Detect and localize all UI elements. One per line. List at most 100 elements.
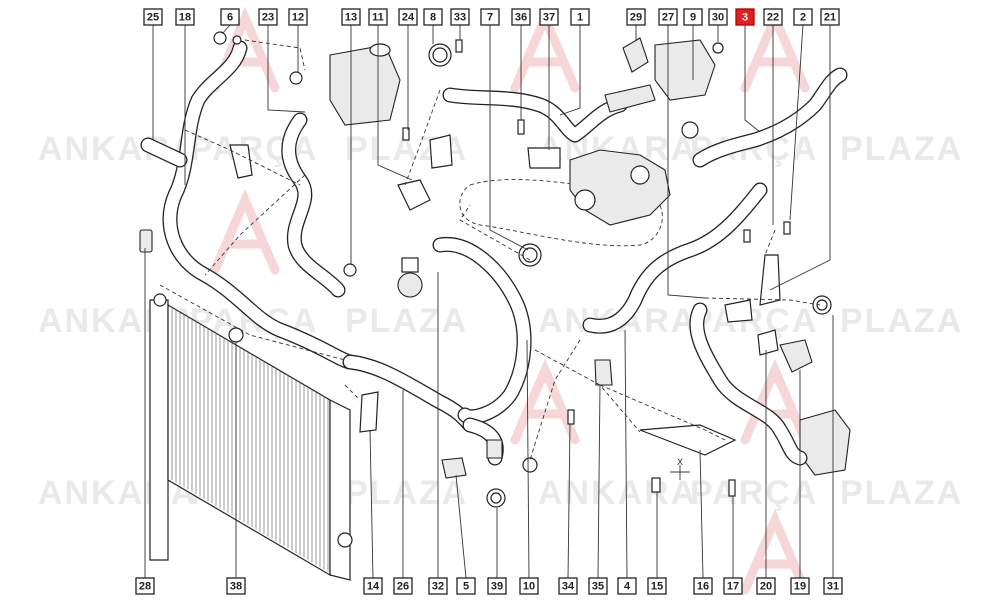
clamp: [213, 31, 242, 45]
clamp: [343, 263, 357, 277]
part-label-7: 7: [480, 8, 500, 26]
label-box: [626, 8, 646, 26]
label-number: 33: [454, 12, 466, 24]
hose-25: [140, 137, 188, 168]
watermark-text: PARÇA: [690, 302, 818, 340]
label-number: 34: [562, 581, 575, 593]
label-number: 1: [577, 12, 583, 24]
label-number: 12: [292, 12, 304, 24]
part-label-32: 32: [428, 577, 448, 595]
part-label-4: 4: [617, 577, 637, 595]
hose-20: [689, 302, 808, 466]
radiator-drain-plug: [139, 229, 153, 253]
hose-3: [692, 67, 848, 168]
coolant-sensor: [779, 339, 813, 373]
part-label-8: 8: [423, 8, 443, 26]
part-label-39: 39: [487, 577, 507, 595]
radiator-right-tank: [329, 399, 351, 581]
label-number: 5: [463, 581, 469, 593]
part-label-5: 5: [456, 577, 476, 595]
label-number: 23: [262, 12, 274, 24]
label-box: [820, 8, 840, 26]
label-box: [558, 577, 578, 595]
label-number: 10: [523, 581, 535, 593]
radiator-inlet: [153, 293, 167, 307]
part-label-33: 33: [450, 8, 470, 26]
dimension-label: X: [677, 457, 683, 467]
label-box: [539, 8, 559, 26]
label-number: 17: [727, 581, 739, 593]
part-label-21: 21: [820, 8, 840, 26]
label-box: [175, 8, 195, 26]
label-number: 28: [139, 581, 151, 593]
label-box: [790, 577, 810, 595]
label-box: [735, 8, 755, 26]
label-number: 9: [690, 12, 696, 24]
bolt: [517, 119, 525, 135]
label-box: [763, 8, 783, 26]
label-box: [487, 577, 507, 595]
label-number: 37: [543, 12, 555, 24]
thermostat-port: [630, 165, 650, 185]
label-number: 24: [402, 12, 415, 24]
part-label-28: 28: [135, 577, 155, 595]
label-number: 20: [760, 581, 772, 593]
watermark-text: PLAZA: [840, 130, 963, 168]
bolt: [567, 409, 575, 425]
part-label-29: 29: [626, 8, 646, 26]
part-label-25: 25: [143, 8, 163, 26]
clamp: [812, 295, 832, 315]
part-label-31: 31: [823, 577, 843, 595]
label-number: 13: [345, 12, 357, 24]
label-number: 7: [487, 12, 493, 24]
watermark-text: PARÇA: [690, 474, 818, 512]
clamp: [522, 457, 538, 473]
part-label-18: 18: [175, 8, 195, 26]
hoses: [140, 40, 848, 466]
part-label-14: 14: [363, 577, 383, 595]
label-box: [428, 577, 448, 595]
label-box: [393, 577, 413, 595]
label-box: [398, 8, 418, 26]
clamp: [486, 488, 506, 508]
label-number: 8: [430, 12, 436, 24]
label-number: 21: [824, 12, 836, 24]
small-parts: [213, 31, 832, 508]
expansion-tank-cap: [369, 43, 391, 57]
label-number: 3: [742, 12, 748, 24]
part-label-23: 23: [258, 8, 278, 26]
part-label-35: 35: [588, 577, 608, 595]
label-box: [708, 8, 728, 26]
thermostat-32: [397, 257, 423, 298]
label-box: [450, 8, 470, 26]
label-number: 16: [697, 581, 709, 593]
radiator: [139, 229, 353, 581]
label-box: [135, 577, 155, 595]
label-number: 6: [227, 12, 233, 24]
expansion-tank: [329, 44, 401, 126]
bolt: [455, 39, 463, 53]
label-number: 15: [651, 581, 663, 593]
label-box: [341, 8, 361, 26]
label-number: 35: [592, 581, 604, 593]
part-label-9: 9: [683, 8, 703, 26]
clamp: [289, 71, 303, 85]
label-box: [456, 577, 476, 595]
label-number: 19: [794, 581, 806, 593]
label-number: 14: [367, 581, 380, 593]
label-number: 22: [767, 12, 779, 24]
label-box: [423, 8, 443, 26]
label-box: [258, 8, 278, 26]
hose-23: [281, 112, 346, 298]
part-label-34: 34: [558, 577, 578, 595]
label-box: [511, 8, 531, 26]
part-label-36: 36: [511, 8, 531, 26]
label-box: [368, 8, 388, 26]
bolt: [743, 229, 751, 243]
label-box: [723, 577, 743, 595]
bracket: [527, 147, 561, 169]
label-box: [793, 8, 813, 26]
watermark-text: PLAZA: [345, 474, 468, 512]
